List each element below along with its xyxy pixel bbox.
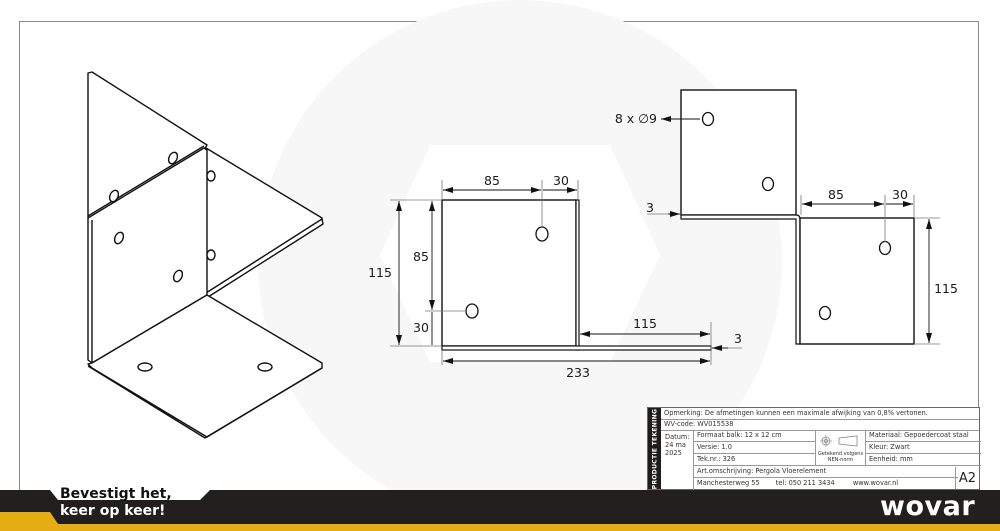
slogan-line-1: Bevestigt het, [60,486,172,502]
date-value: 24 ma [665,441,686,449]
format: Formaat balk: 12 x 12 cm [693,430,815,442]
nen-norm-block: Getekend volgens NEN-norm [815,430,865,466]
title-block: PRODUCTIE TEKENING Opmerking: De afmetin… [647,407,981,490]
wv-code: WV-code: WV015538 [661,419,979,431]
date-block: Datum: 24 ma 2025 [661,430,693,470]
version: Versie: 1.0 [693,442,815,454]
svg-text:30: 30 [892,187,908,202]
article-description: Art.omschrijving: Pergola Vloerelement [693,466,958,478]
side-view [647,89,940,345]
svg-text:85: 85 [413,249,429,264]
isometric-view [87,71,324,439]
side-view-dimension-labels: 8 x ∅9 3 85 30 115 [615,111,958,296]
front-view-dimension-labels: 85 30 115 85 30 115 3 233 [368,173,742,380]
front-view [390,180,742,365]
svg-text:8 x ∅9: 8 x ∅9 [615,111,657,126]
color: Kleur: Zwart [865,442,981,454]
slogan-line-2: keer op keer! [60,503,166,519]
contact-row: Manchesterweg 55 tel: 050 211 3434 www.w… [693,478,958,490]
svg-text:30: 30 [413,320,429,335]
svg-text:115: 115 [368,265,392,280]
address: Manchesterweg 55 [697,479,760,487]
remark: Opmerking: De afmetingen kunnen een maxi… [661,408,979,420]
date-label: Datum: [665,433,690,441]
slogan-notch [18,490,210,500]
productie-tekening-label: PRODUCTIE TEKENING [648,408,661,489]
svg-text:233: 233 [566,365,590,380]
wovar-logo: wovar [880,491,976,522]
slogan: Bevestigt het, keer op keer! [60,486,172,520]
svg-text:115: 115 [633,316,657,331]
svg-text:85: 85 [828,187,844,202]
sheet-size: A2 [955,467,979,489]
norm-line-1: Getekend volgens [817,451,864,457]
website-link[interactable]: www.wovar.nl [852,479,899,487]
projection-symbol-icon [819,435,857,447]
date-year: 2025 [665,449,682,457]
brand-banner [0,490,1000,531]
svg-text:3: 3 [646,200,654,215]
drawing-number: Tek.nr.: 326 [693,454,815,466]
svg-text:30: 30 [553,173,569,188]
norm-line-2: NEN-norm [827,457,854,463]
material: Materiaal: Gepoedercoat staal [865,430,981,442]
svg-text:85: 85 [484,173,500,188]
unit: Eenheid: mm [865,454,981,466]
svg-text:115: 115 [934,281,958,296]
svg-text:3: 3 [734,331,742,346]
phone: tel: 050 211 3434 [775,479,835,487]
